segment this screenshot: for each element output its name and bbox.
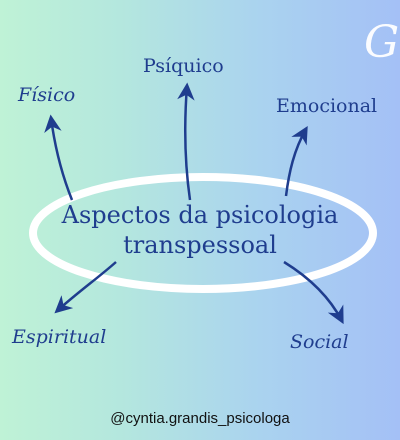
label-fisico: Físico — [18, 84, 76, 106]
center-ellipse — [29, 173, 377, 293]
center-title: Aspectos da psicologia transpessoal — [60, 200, 340, 260]
arrow-to-espiritual — [54, 261, 117, 314]
arrow-to-emocional — [284, 125, 308, 197]
brand-logo: G — [364, 17, 400, 68]
label-psiquico: Psíquico — [143, 55, 224, 77]
center-title-line1: Aspectos da psicologia — [61, 201, 339, 229]
arrow-to-social — [283, 260, 344, 325]
center-title-line2: transpessoal — [123, 231, 277, 259]
label-emocional: Emocional — [276, 95, 378, 117]
author-handle: @cyntia.grandis_psicologa — [110, 410, 290, 427]
arrow-to-fisico — [44, 114, 74, 201]
label-espiritual: Espiritual — [12, 326, 107, 348]
arrow-to-psiquico — [177, 82, 195, 201]
label-social: Social — [290, 331, 349, 353]
